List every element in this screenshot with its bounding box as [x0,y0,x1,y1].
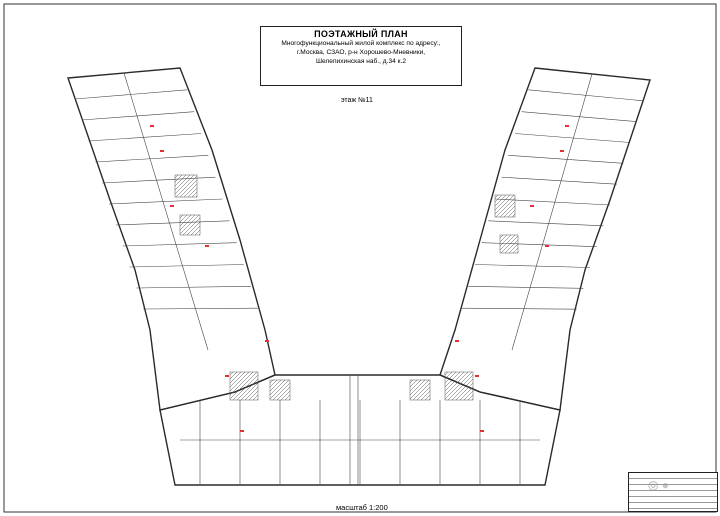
floor-label: этаж №11 [341,97,373,104]
plan-address-line2: Шелепихинская наб., д.34 к.2 [315,58,407,65]
scale-label: масштаб 1:200 [336,503,388,512]
building-outline [67,67,651,486]
watermark-logo: ◎ ● [648,478,670,492]
stair-hatching [174,174,519,401]
room-partitions [74,72,644,485]
corner-stamp [628,472,718,512]
red-markers [150,125,569,432]
title-block: ПОЭТАЖНЫЙ ПЛАН Многофункциональный жилой… [260,26,462,86]
sheet-frame [3,3,717,513]
plan-title: ПОЭТАЖНЫЙ ПЛАН [314,29,408,39]
plan-address-line1: г.Москва, СЗАО, р-н Хорошево-Мневники, [296,49,426,56]
plan-description: Многофункциональный жилой комплекс по ад… [281,40,441,47]
